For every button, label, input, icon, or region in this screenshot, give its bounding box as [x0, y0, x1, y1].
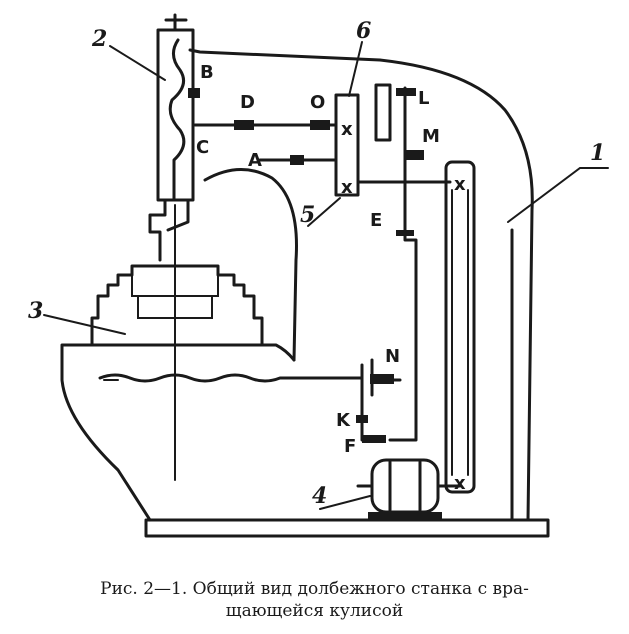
lower-body — [60, 343, 296, 522]
label-a: A — [248, 150, 262, 171]
label-f: F — [344, 436, 356, 457]
callout-5: 5 — [300, 202, 315, 228]
bearing-d — [234, 120, 254, 130]
label-o: O — [310, 92, 325, 113]
leader-5 — [307, 197, 341, 227]
bearing-l — [396, 88, 416, 96]
mark-x-3: x — [454, 174, 466, 195]
bearing-b — [188, 88, 200, 98]
bearing-a — [290, 155, 304, 165]
mark-x-4: x — [454, 473, 466, 494]
belt-inner — [451, 189, 469, 476]
frame-throat — [203, 168, 298, 362]
bearing-k — [356, 415, 368, 423]
caption-line-1: Рис. 2—1. Общий вид долбежного станка с … — [100, 579, 529, 599]
label-c: C — [196, 137, 209, 158]
callout-1: 1 — [590, 140, 605, 166]
leader-3 — [43, 314, 126, 335]
feed-linkage — [388, 228, 418, 442]
leader-2 — [109, 45, 166, 81]
label-m: M — [422, 126, 440, 147]
callout-2: 2 — [91, 26, 107, 52]
belt-drive — [444, 160, 476, 494]
motor-mount — [368, 512, 442, 520]
tool-holder — [148, 198, 190, 262]
machine-diagram: B D O L M A C E N K F x x x x 1 2 3 4 5 … — [28, 13, 609, 538]
base-plate — [144, 518, 550, 538]
label-l: L — [418, 88, 429, 109]
machine-frame — [188, 48, 534, 522]
caption-line-2: щающейся кулисой — [225, 601, 404, 621]
callout-3: 3 — [28, 298, 43, 324]
bearing-f — [362, 435, 386, 443]
electric-motor — [370, 458, 440, 514]
feed-gears — [360, 358, 402, 442]
bearing-e — [396, 230, 414, 236]
bearing-m — [406, 150, 424, 160]
crank-wheel — [374, 83, 392, 142]
mark-x-2: x — [341, 177, 353, 198]
ram-top-screw — [164, 13, 188, 32]
rocker-link — [334, 93, 360, 197]
label-n: N — [385, 346, 400, 367]
bearing-o — [310, 120, 330, 130]
label-k: K — [336, 410, 351, 431]
motor-ribs — [356, 460, 462, 512]
callout-6: 6 — [356, 18, 371, 44]
leader-6 — [348, 41, 363, 97]
ram-rack — [168, 38, 186, 202]
callout-4: 4 — [312, 483, 327, 509]
leader-4 — [319, 495, 371, 510]
mark-x-1: x — [341, 119, 353, 140]
bearing-n — [370, 374, 394, 384]
table-inner — [131, 265, 219, 319]
rotary-table — [90, 264, 264, 347]
feed-screw — [98, 373, 364, 383]
leader-1 — [507, 167, 609, 223]
figure-caption: Рис. 2—1. Общий вид долбежного станка с … — [0, 578, 629, 622]
label-d: D — [240, 92, 255, 113]
label-b: B — [200, 62, 214, 83]
slotting-machine-drawing: B D O L M A C E N K F x x x x 1 2 3 4 5 … — [28, 13, 609, 538]
label-e: E — [370, 210, 382, 231]
